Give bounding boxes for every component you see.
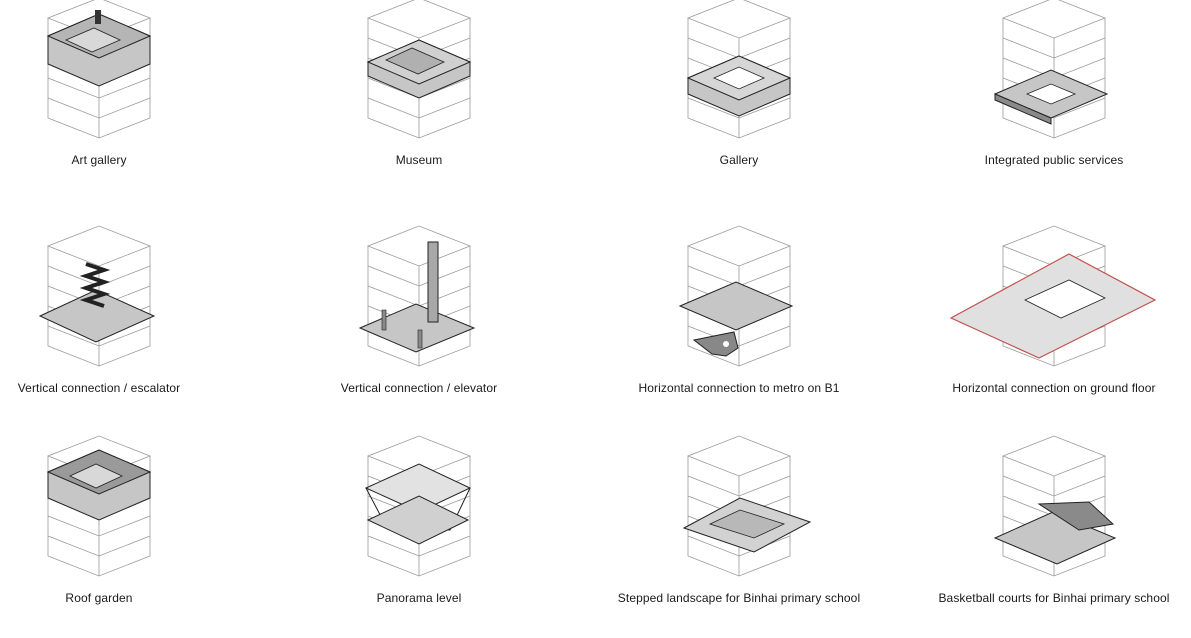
diagram-vertical-connection-escalator: Vertical connection / escalator bbox=[0, 225, 224, 428]
integrated-public-services-axonometric bbox=[993, 0, 1109, 139]
escalator-axonometric bbox=[38, 225, 156, 367]
diagram-horizontal-connection-metro-b1: Horizontal connection to metro on B1 bbox=[614, 225, 864, 428]
program-diagram-grid: Art gallery Museum Gallery Integrated pu… bbox=[0, 0, 1179, 605]
diagram-caption: Gallery bbox=[719, 153, 759, 167]
diagram-integrated-public-services: Integrated public services bbox=[929, 0, 1179, 200]
diagram-caption: Vertical connection / escalator bbox=[17, 381, 181, 395]
diagram-art-gallery: Art gallery bbox=[0, 0, 224, 200]
panorama-level-axonometric bbox=[364, 435, 472, 577]
diagram-caption: Integrated public services bbox=[984, 153, 1124, 167]
diagram-caption: Basketball courts for Binhai primary sch… bbox=[938, 591, 1170, 605]
diagram-caption: Horizontal connection on ground floor bbox=[952, 381, 1156, 395]
diagram-caption: Roof garden bbox=[65, 591, 133, 605]
diagram-caption: Stepped landscape for Binhai primary sch… bbox=[617, 591, 861, 605]
gallery-axonometric bbox=[686, 0, 792, 139]
diagram-stepped-landscape-binhai: Stepped landscape for Binhai primary sch… bbox=[614, 435, 864, 638]
diagram-basketball-courts-binhai: Basketball courts for Binhai primary sch… bbox=[929, 435, 1179, 638]
ground-floor-axonometric bbox=[949, 225, 1157, 367]
diagram-museum: Museum bbox=[294, 0, 544, 200]
diagram-caption: Horizontal connection to metro on B1 bbox=[638, 381, 840, 395]
diagram-caption: Vertical connection / elevator bbox=[340, 381, 498, 395]
diagram-gallery: Gallery bbox=[614, 0, 864, 200]
elevator-axonometric bbox=[358, 225, 476, 367]
diagram-caption: Panorama level bbox=[376, 591, 462, 605]
diagram-caption: Museum bbox=[395, 153, 443, 167]
diagram-vertical-connection-elevator: Vertical connection / elevator bbox=[294, 225, 544, 428]
diagram-roof-garden: Roof garden bbox=[0, 435, 224, 638]
metro-b1-axonometric bbox=[678, 225, 794, 367]
museum-axonometric bbox=[366, 0, 472, 139]
diagram-caption: Art gallery bbox=[71, 153, 127, 167]
diagram-panorama-level: Panorama level bbox=[294, 435, 544, 638]
art-gallery-axonometric bbox=[46, 0, 152, 139]
roof-garden-axonometric bbox=[46, 435, 152, 577]
basketball-courts-axonometric bbox=[993, 435, 1117, 577]
stepped-landscape-axonometric bbox=[682, 435, 812, 577]
diagram-horizontal-connection-ground-floor: Horizontal connection on ground floor bbox=[929, 225, 1179, 428]
